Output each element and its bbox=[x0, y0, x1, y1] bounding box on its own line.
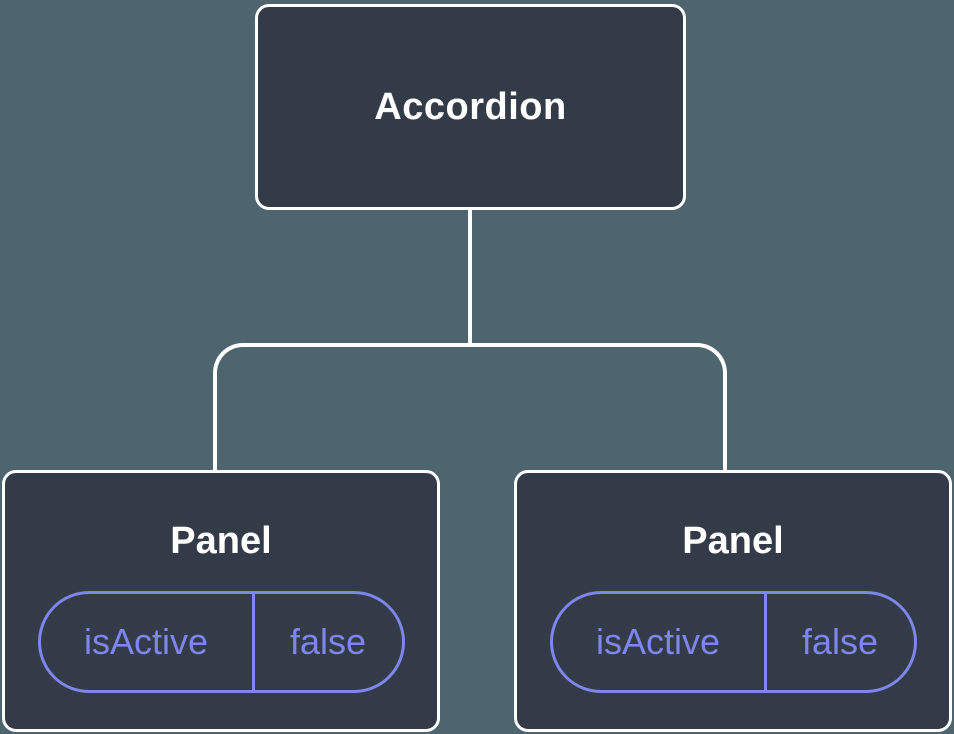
panel-node-right: Panel isActive false bbox=[514, 470, 952, 732]
panel-label: Panel bbox=[682, 520, 784, 562]
connector-stem bbox=[468, 208, 472, 347]
panel-node-left: Panel isActive false bbox=[2, 470, 440, 732]
prop-badge: isActive false bbox=[549, 590, 917, 693]
root-node-accordion: Accordion bbox=[255, 4, 686, 210]
connector-branch bbox=[213, 343, 727, 470]
prop-value: false bbox=[801, 620, 879, 662]
root-node-label: Accordion bbox=[374, 85, 567, 128]
prop-badge: isActive false bbox=[37, 590, 405, 693]
prop-value: false bbox=[289, 620, 367, 662]
prop-name: isActive bbox=[41, 593, 255, 690]
panel-label: Panel bbox=[170, 520, 272, 562]
prop-name: isActive bbox=[553, 593, 767, 690]
